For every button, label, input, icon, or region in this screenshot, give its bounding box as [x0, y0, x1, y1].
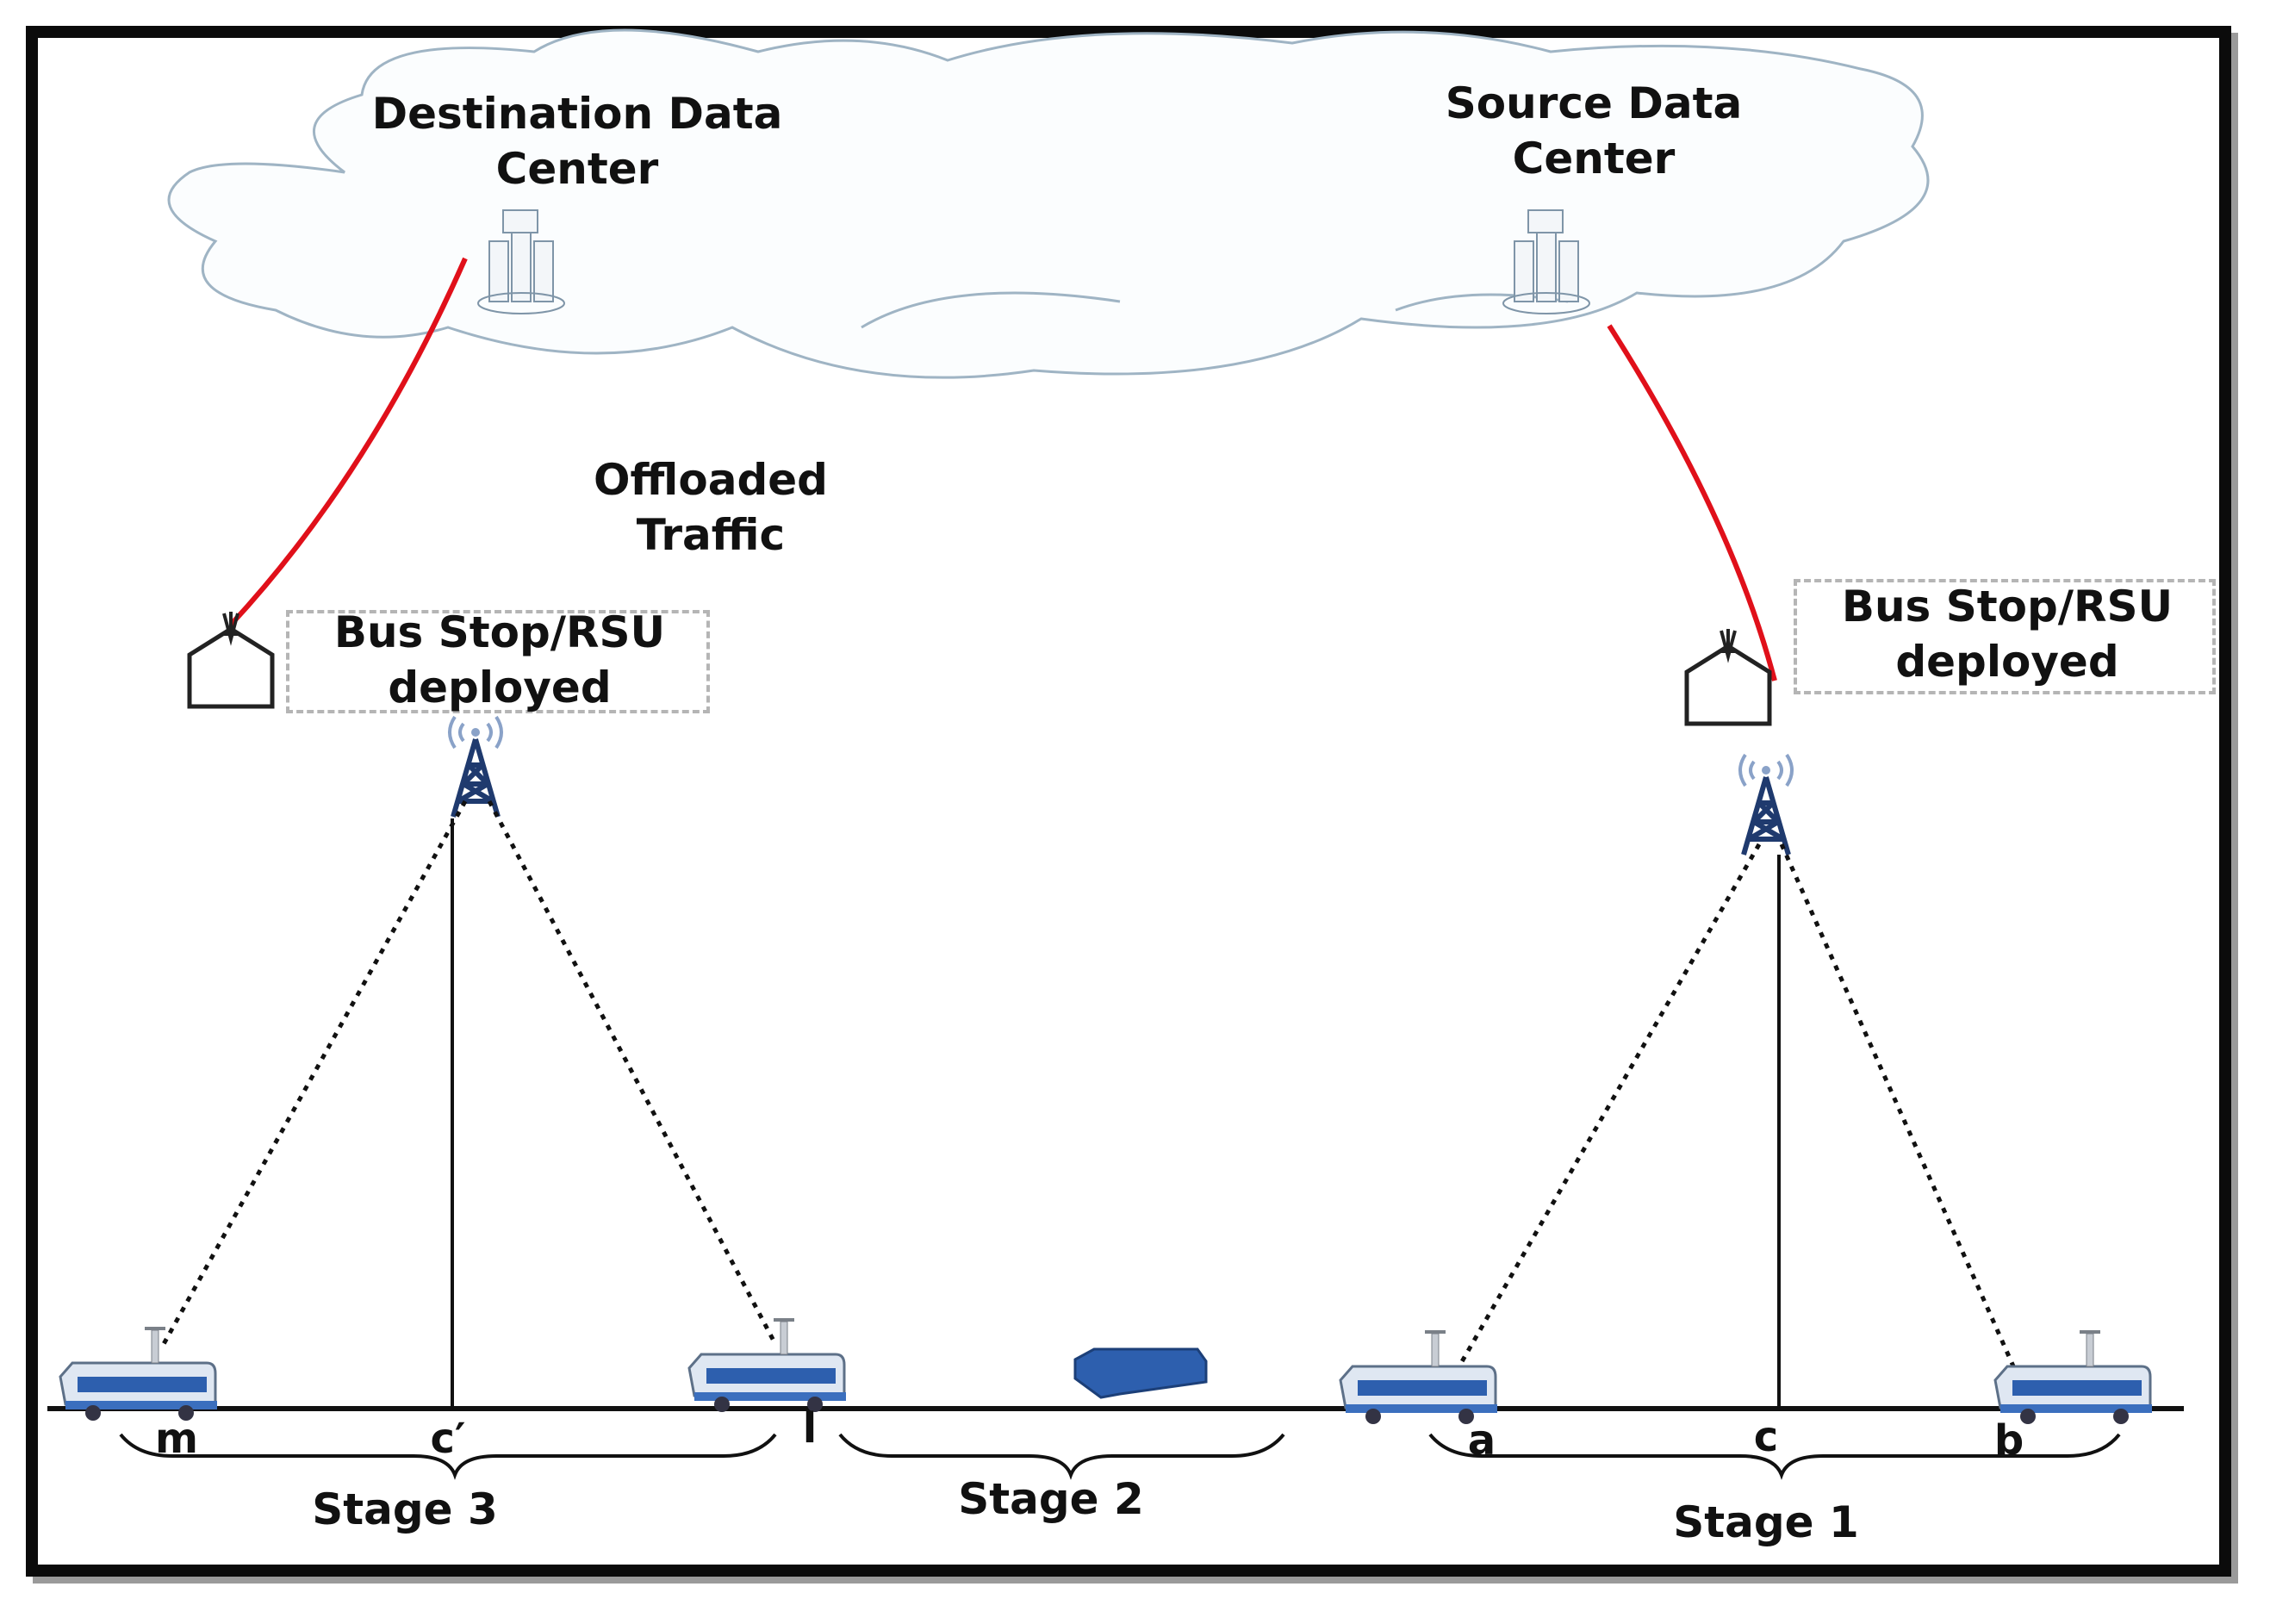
coverage-line-b	[1779, 843, 2027, 1393]
source-link-line	[1607, 324, 1777, 681]
coverage-line-l	[487, 800, 778, 1346]
bus-stop-right-icon	[1687, 629, 1769, 724]
bus-a-icon	[1339, 1330, 1499, 1426]
bus-stop-left-label: Bus Stop/RSU deployed	[333, 607, 666, 712]
coverage-line-a	[1445, 843, 1762, 1389]
bus-b-icon	[1993, 1330, 2154, 1426]
bus-m-icon	[59, 1327, 219, 1422]
source-data-center-label: Source Data Center	[1445, 78, 1743, 184]
point-c-prime-label: c′	[430, 1415, 466, 1463]
point-l-label: l	[802, 1404, 818, 1453]
coverage-line-m	[161, 800, 468, 1346]
bus-stop-right-box	[1794, 579, 2216, 694]
stage1-label: Stage 1	[1673, 1497, 1859, 1547]
dest-link-line	[228, 257, 468, 627]
tower-left-icon	[450, 717, 501, 817]
bus-stop-left-icon	[190, 612, 272, 706]
moving-bus-icon	[1073, 1347, 1208, 1399]
stage3-label: Stage 3	[312, 1484, 498, 1534]
cloud-shape	[167, 28, 1930, 379]
bus-l-icon	[687, 1318, 848, 1414]
point-m-label: m	[154, 1415, 198, 1463]
bus-stop-right-label: Bus Stop/RSU deployed	[1841, 582, 2174, 687]
point-b-label: b	[1993, 1416, 2024, 1465]
stage2-brace	[838, 1433, 1285, 1480]
stage2-label: Stage 2	[958, 1474, 1144, 1524]
offloaded-traffic-label: Offloaded Traffic	[594, 455, 828, 560]
stage1-brace	[1428, 1433, 2121, 1480]
stage3-brace	[119, 1433, 777, 1480]
point-a-label: a	[1467, 1416, 1496, 1465]
point-c-label: c	[1753, 1413, 1779, 1461]
destination-data-center-label: Destination Data Center	[371, 89, 783, 194]
bus-stop-left-box	[286, 610, 710, 713]
tower-right-icon	[1740, 755, 1792, 855]
